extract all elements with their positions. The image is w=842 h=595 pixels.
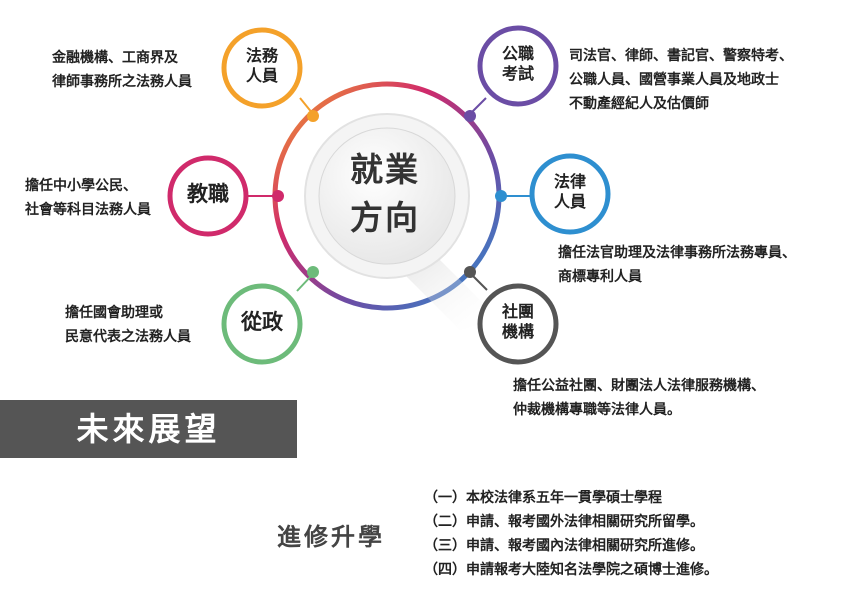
desc-line: 不動產經紀人及估價師 — [569, 96, 709, 112]
node-label-line1: 法務 — [245, 46, 278, 65]
node-label-line2: 機構 — [501, 322, 534, 341]
dot-organizations — [464, 266, 476, 278]
desc-legal-staff: 擔任法官助理及法律事務所法務專員、 商標專利人員 — [558, 241, 796, 289]
node-label-line1: 教職 — [187, 181, 229, 206]
desc-line: 仲裁機構專職等法律人員。 — [513, 402, 681, 418]
center-title-line1: 就業 — [350, 150, 420, 189]
node-label-line2: 人員 — [553, 192, 586, 211]
desc-line: 擔任國會助理或 — [65, 305, 163, 321]
node-label-line1: 法律 — [553, 172, 586, 191]
desc-line: 擔任中小學公民、 — [25, 178, 137, 194]
desc-line: 擔任公益社團、財團法人法律服務機構、 — [513, 378, 765, 394]
desc-teaching: 擔任中小學公民、 社會等科目法務人員 — [25, 174, 151, 222]
desc-line: 社會等科目法務人員 — [25, 202, 151, 218]
node-label-organizations: 社團 機構 — [483, 302, 553, 342]
desc-line: 民意代表之法務人員 — [65, 329, 191, 345]
center-title-line2: 方向 — [350, 198, 420, 237]
study-item: （三）申請、報考國內法律相關研究所進修。 — [424, 538, 704, 554]
node-organizations — [477, 283, 559, 365]
desc-civil-exam: 司法官、律師、書記官、警察特考、 公職人員、國營事業人員及地政士 不動產經紀人及… — [569, 44, 793, 116]
dot-legal-affairs — [307, 110, 319, 122]
desc-organizations: 擔任公益社團、財團法人法律服務機構、 仲裁機構專職等法律人員。 — [513, 374, 765, 422]
node-legal-staff — [529, 153, 611, 235]
study-item: （四）申請報考大陸知名法學院之碩博士進修。 — [424, 562, 718, 578]
desc-line: 商標專利人員 — [558, 269, 642, 285]
future-banner-title: 未來展望 — [76, 410, 221, 448]
desc-line: 律師事務所之法務人員 — [52, 74, 192, 90]
desc-line: 司法官、律師、書記官、警察特考、 — [569, 48, 793, 64]
connector-civil-exam — [470, 97, 487, 114]
node-label-civil-exam: 公職 考試 — [483, 44, 553, 84]
desc-legal-affairs: 金融機構、工商界及 律師事務所之法務人員 — [52, 46, 192, 94]
node-label-line1: 從政 — [241, 309, 283, 334]
center-disc — [318, 127, 456, 265]
study-title: 進修升學 — [277, 522, 385, 551]
desc-line: 金融機構、工商界及 — [52, 50, 178, 66]
dot-politics — [307, 266, 319, 278]
node-label-legal-affairs: 法務 人員 — [227, 46, 297, 86]
dot-teaching — [272, 190, 284, 202]
node-civil-exam — [477, 25, 559, 107]
node-label-politics: 從政 — [227, 309, 297, 335]
node-label-line1: 社團 — [501, 302, 534, 321]
desc-line: 擔任法官助理及法律事務所法務專員、 — [558, 245, 796, 261]
node-politics — [221, 283, 303, 365]
dot-legal-staff — [495, 190, 507, 202]
desc-politics: 擔任國會助理或 民意代表之法務人員 — [65, 301, 191, 349]
dot-civil-exam — [464, 110, 476, 122]
study-item: （二）申請、報考國外法律相關研究所留學。 — [424, 514, 704, 530]
node-label-legal-staff: 法律 人員 — [535, 172, 605, 212]
future-banner: 未來展望 — [0, 400, 297, 458]
node-label-line1: 公職 — [501, 44, 534, 63]
node-label-line2: 考試 — [501, 64, 534, 83]
node-label-line2: 人員 — [245, 66, 278, 85]
node-label-teaching: 教職 — [173, 181, 243, 207]
center-title: 就業 方向 — [335, 146, 435, 242]
study-item: （一）本校法律系五年一貫學碩士學程 — [424, 490, 662, 506]
desc-line: 公職人員、國營事業人員及地政士 — [569, 72, 779, 88]
node-legal-affairs — [221, 27, 303, 109]
node-teaching — [167, 155, 249, 237]
